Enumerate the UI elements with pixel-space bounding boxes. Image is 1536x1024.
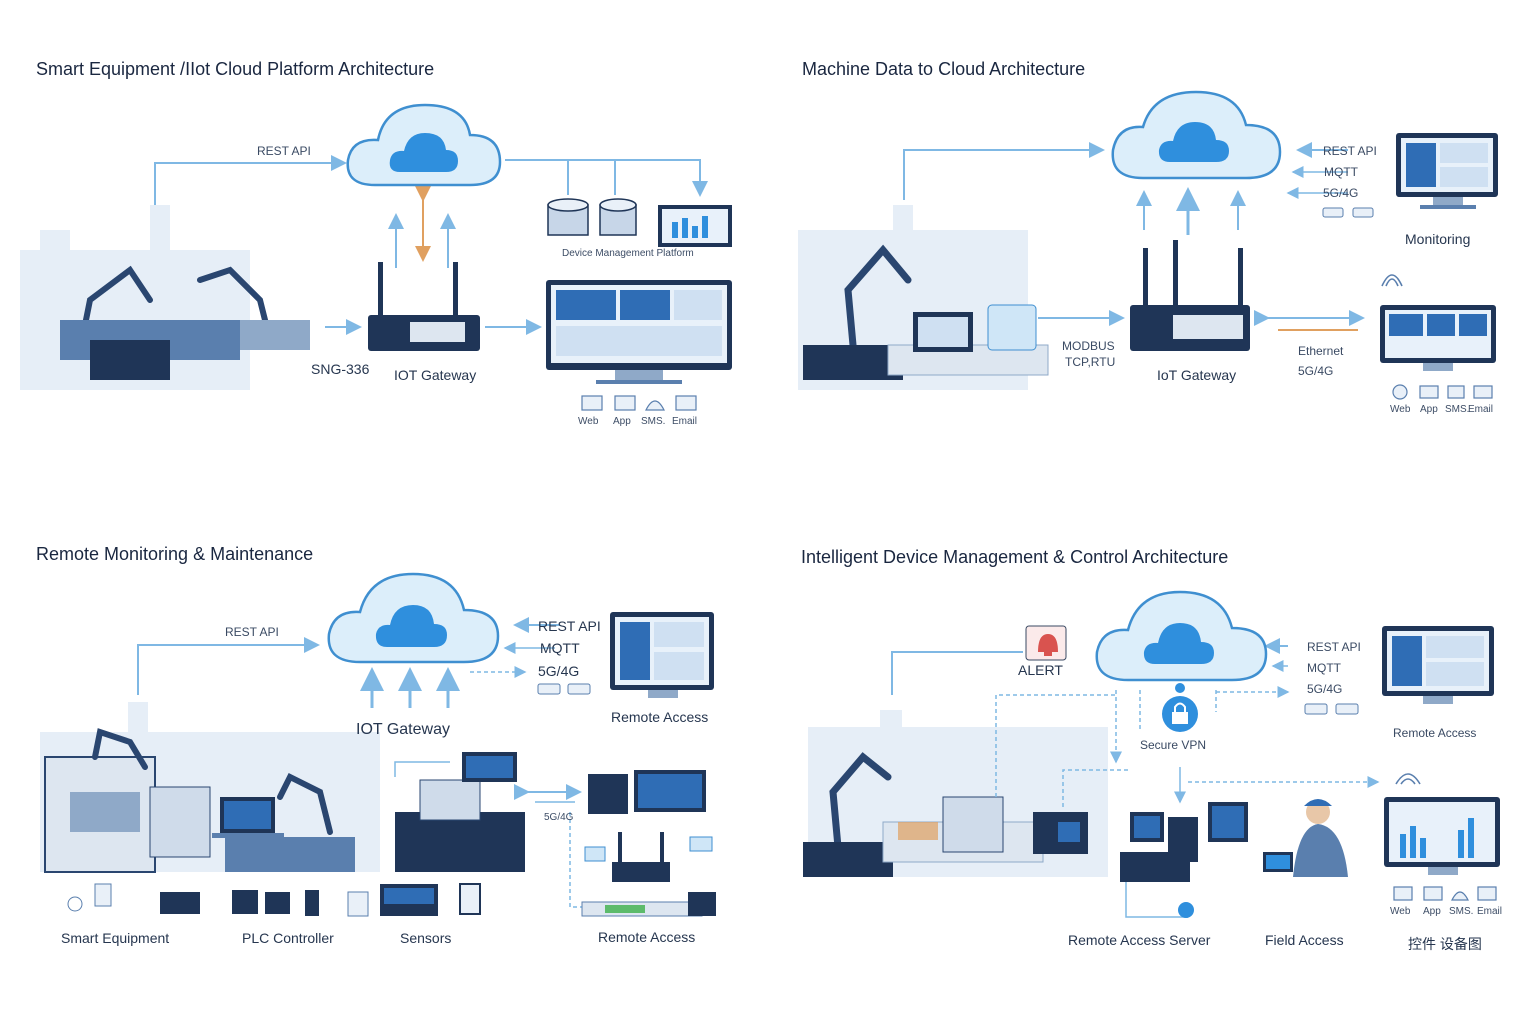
panel2-title: Machine Data to Cloud Architecture — [802, 59, 1086, 79]
remote-monitor-icon — [1382, 626, 1494, 704]
secure-vpn-label: Secure VPN — [1140, 738, 1207, 752]
channel-web: Web — [1390, 404, 1411, 415]
monitoring-label: Monitoring — [1405, 231, 1471, 247]
server-rack-icon — [588, 770, 706, 814]
bottom-device-row — [67, 883, 481, 917]
channel-email: Email — [672, 416, 698, 427]
cell-small-label: 5G/4G — [544, 812, 574, 823]
channel-web: Web — [1390, 906, 1411, 917]
database-icon — [547, 198, 637, 236]
channel-icons — [1393, 886, 1497, 901]
channel-web: Web — [578, 416, 599, 427]
robot-arm-icon — [829, 752, 892, 851]
cloud-icon — [346, 103, 502, 187]
sensors-label: Sensors — [400, 930, 452, 946]
toggle-pills — [1304, 703, 1359, 715]
machine-equipment-icon — [44, 756, 211, 873]
ethernet-label: Ethernet — [1298, 344, 1344, 358]
channel-app: App — [613, 416, 631, 427]
protocol-5g4g: 5G/4G — [1307, 682, 1343, 696]
smart-equipment-label: Smart Equipment — [61, 930, 170, 946]
panel-remote-monitoring: Remote Monitoring & Maintenance REST API… — [0, 512, 768, 1024]
protocol-mqtt: MQTT — [1307, 661, 1341, 675]
protocol-rest-api: REST API — [1307, 640, 1361, 654]
remote-access-bottom-label: Remote Access — [598, 929, 696, 945]
remote-access-label: Remote Access — [1393, 726, 1477, 740]
dashboard-monitor-icon — [546, 280, 732, 384]
device-code-label: SNG-336 — [311, 361, 370, 377]
cell-label: 5G/4G — [1298, 364, 1334, 378]
panel3-title: Remote Monitoring & Maintenance — [36, 544, 314, 564]
channel-email: Email — [1477, 906, 1503, 917]
wifi-icon — [1381, 274, 1403, 287]
machine-base-icon — [803, 304, 1049, 380]
gateway-label: IOT Gateway — [394, 367, 477, 383]
cjk-label: 控件 设备图 — [1408, 936, 1482, 952]
protocol-5g4g: 5G/4G — [538, 663, 580, 679]
field-access-label: Field Access — [1265, 932, 1344, 948]
technician-icon — [1263, 799, 1348, 877]
panel1-title: Smart Equipment /IIot Cloud Platform Arc… — [36, 59, 435, 79]
alert-label: ALERT — [1018, 662, 1063, 678]
panel4-title: Intelligent Device Management & Control … — [801, 547, 1229, 567]
gateway-label: IoT Gateway — [1157, 367, 1237, 383]
cloud-icon — [1095, 590, 1268, 682]
rest-api-label: REST API — [257, 144, 311, 158]
robot-arm-icon — [92, 728, 333, 835]
robot-arm-icon — [844, 244, 912, 349]
channel-app: App — [1420, 404, 1438, 415]
panel4-diagram — [803, 590, 1500, 918]
cloud-icon — [1111, 90, 1282, 180]
vpn-lock-icon — [1162, 683, 1198, 732]
protocol-rest-api: REST API — [538, 618, 601, 634]
protocol-5g4g: 5G/4G — [1323, 186, 1359, 200]
remote-monitor-icon — [610, 612, 714, 698]
rest-api-left-label: REST API — [225, 625, 279, 639]
plc-controller-label: PLC Controller — [242, 930, 334, 946]
toggle-pills — [537, 683, 591, 695]
panel-smart-equipment: Smart Equipment /IIot Cloud Platform Arc… — [0, 0, 768, 512]
toggle-pills — [1322, 207, 1374, 218]
workstation-icon — [225, 752, 525, 872]
platform-monitor-icon — [658, 205, 732, 247]
tcp-rtu-label: TCP,RTU — [1065, 355, 1116, 369]
server-workstation-icon — [1120, 802, 1248, 918]
protocol-rest-api: REST API — [1323, 144, 1377, 158]
remote-access-top-label: Remote Access — [611, 709, 709, 725]
panel-machine-data: Machine Data to Cloud Architecture REST … — [768, 0, 1536, 512]
protocol-mqtt: MQTT — [540, 640, 580, 656]
gateway-router-icon — [1130, 240, 1250, 351]
panel-device-management: Intelligent Device Management & Control … — [768, 512, 1536, 1024]
panel3-diagram — [40, 572, 716, 917]
field-monitor-icon — [1384, 797, 1500, 875]
modbus-label: MODBUS — [1062, 339, 1115, 353]
monitoring-monitor-icon — [1396, 133, 1498, 209]
machine-line-icon — [803, 796, 1088, 877]
conveyor-icon — [60, 320, 310, 380]
channel-icons — [1392, 384, 1493, 400]
channel-sms: SMS. — [641, 416, 666, 427]
panel1-diagram — [20, 103, 732, 411]
edge-monitor-icon — [1380, 305, 1496, 371]
gateway-label: IOT Gateway — [356, 721, 450, 738]
channel-icons — [581, 395, 697, 411]
remote-server-label: Remote Access Server — [1068, 932, 1211, 948]
alert-bell-icon — [1025, 625, 1067, 661]
gateway-router-icon — [368, 262, 480, 351]
protocol-mqtt: MQTT — [1324, 165, 1358, 179]
wifi-icon — [1395, 773, 1421, 785]
cloud-icon — [327, 572, 500, 664]
panel2-diagram — [798, 90, 1498, 400]
remote-router-icon — [581, 832, 716, 917]
channel-email: Email — [1468, 404, 1494, 415]
device-platform-label: Device Management Platform — [562, 248, 694, 259]
channel-sms: SMS. — [1449, 906, 1474, 917]
laptop-icon — [212, 797, 284, 838]
channel-sms: SMS. — [1445, 404, 1470, 415]
channel-app: App — [1423, 906, 1441, 917]
